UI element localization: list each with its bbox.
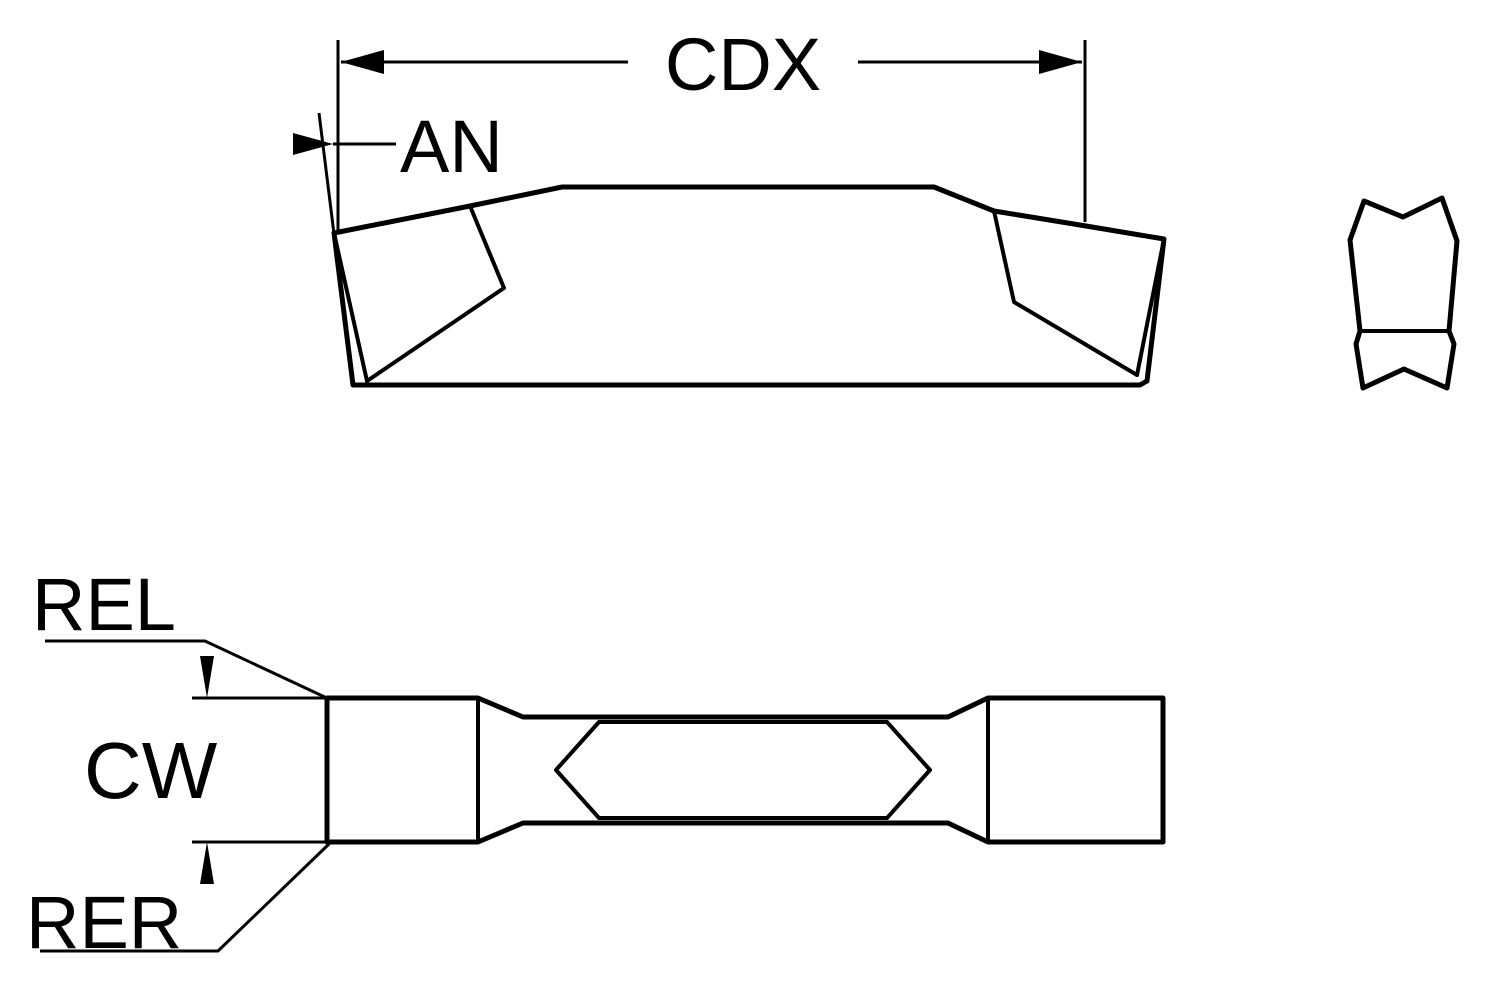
cw-arrow-up-icon — [200, 842, 214, 884]
an-angle-callout: AN — [293, 105, 503, 251]
cw-arrow-down-icon — [200, 656, 214, 698]
angle-label-an: AN — [400, 105, 503, 188]
insert-left-edge-line — [332, 231, 369, 383]
cdx-dimension: CDX — [336, 23, 1087, 234]
an-arrow-icon — [293, 133, 333, 155]
insert-top-view — [324, 695, 1166, 845]
insert-chipbreaker-hexagon — [554, 720, 932, 820]
width-callouts: REL CW RER — [26, 563, 331, 964]
insert-end-view — [1347, 195, 1460, 391]
insert-right-facet-line — [992, 209, 1139, 377]
dimension-label-cdx: CDX — [665, 23, 821, 106]
label-cw: CW — [84, 726, 218, 815]
insert-top-outline — [324, 695, 1166, 845]
rel-leader-line — [45, 639, 330, 701]
insert-right-edge-line — [1135, 237, 1166, 377]
insert-side-view — [331, 184, 1167, 388]
an-angle-line — [317, 112, 338, 251]
cdx-arrow-right-icon — [1039, 50, 1082, 74]
rer-leader-line — [40, 842, 331, 953]
insert-side-outline — [331, 184, 1167, 388]
insert-left-facet-line — [365, 204, 506, 383]
cdx-arrow-left-icon — [341, 50, 384, 74]
insert-end-outline — [1347, 195, 1460, 391]
label-rel: REL — [32, 563, 176, 646]
